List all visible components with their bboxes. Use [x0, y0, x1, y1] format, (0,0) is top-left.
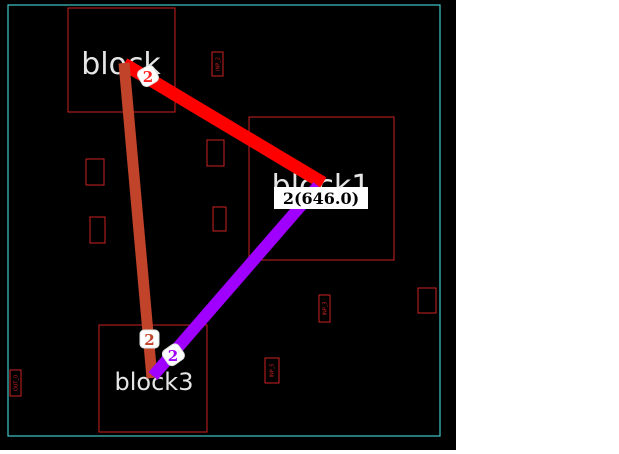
net-red-line[interactable] [120, 58, 327, 189]
pin-2[interactable]: INP_3 [318, 294, 331, 323]
pin-2-box [318, 294, 331, 323]
pin-3-label: INP_5 [270, 364, 276, 378]
pin-4-box [9, 369, 22, 397]
cell-marker[interactable] [206, 139, 225, 167]
pin-1-label: INP_2 [216, 57, 222, 71]
net-brown-badge-bg [139, 329, 160, 349]
cell-marker[interactable] [212, 206, 227, 232]
net-brown-line[interactable] [118, 62, 158, 379]
net-purple-badge-bg [161, 343, 185, 367]
cell-markers [85, 139, 437, 314]
net-red-badge[interactable]: 2 [136, 64, 161, 89]
net-weight-tag-label: 2(646.0) [283, 189, 359, 208]
net-purple-line[interactable] [148, 182, 323, 380]
pin-1-box [211, 51, 224, 77]
net-red-badge-bg [137, 65, 159, 87]
pin-3-box [264, 357, 280, 384]
net-weight-tag-bg [274, 187, 368, 209]
pin-2-label: INP_3 [323, 302, 329, 316]
net-purple-badge-label: 2 [168, 347, 178, 365]
net-brown-badge[interactable]: 2 [139, 329, 160, 349]
net-purple-badge[interactable]: 2 [160, 342, 186, 368]
pin-3[interactable]: INP_5 [264, 357, 280, 384]
block1-outline [248, 116, 395, 261]
block3-outline [98, 324, 208, 433]
cell-marker[interactable] [417, 287, 437, 314]
net-red-badge-label: 2 [143, 68, 153, 86]
block-top-outline [67, 7, 176, 113]
net-weight-tag[interactable]: 2(646.0) [274, 187, 368, 209]
cell-marker[interactable] [85, 158, 105, 186]
floorplan-drawing: block block1 block3 INP_2 [7, 4, 441, 437]
pin-1[interactable]: INP_2 [211, 51, 224, 77]
floorplan-canvas[interactable]: block block1 block3 INP_2 [0, 0, 456, 450]
cell-marker[interactable] [89, 216, 106, 244]
pin-4[interactable]: OUT_0 [9, 369, 22, 397]
die-boundary [7, 4, 441, 437]
net-brown-badge-label: 2 [144, 331, 154, 349]
pin-4-label: OUT_0 [14, 375, 20, 391]
